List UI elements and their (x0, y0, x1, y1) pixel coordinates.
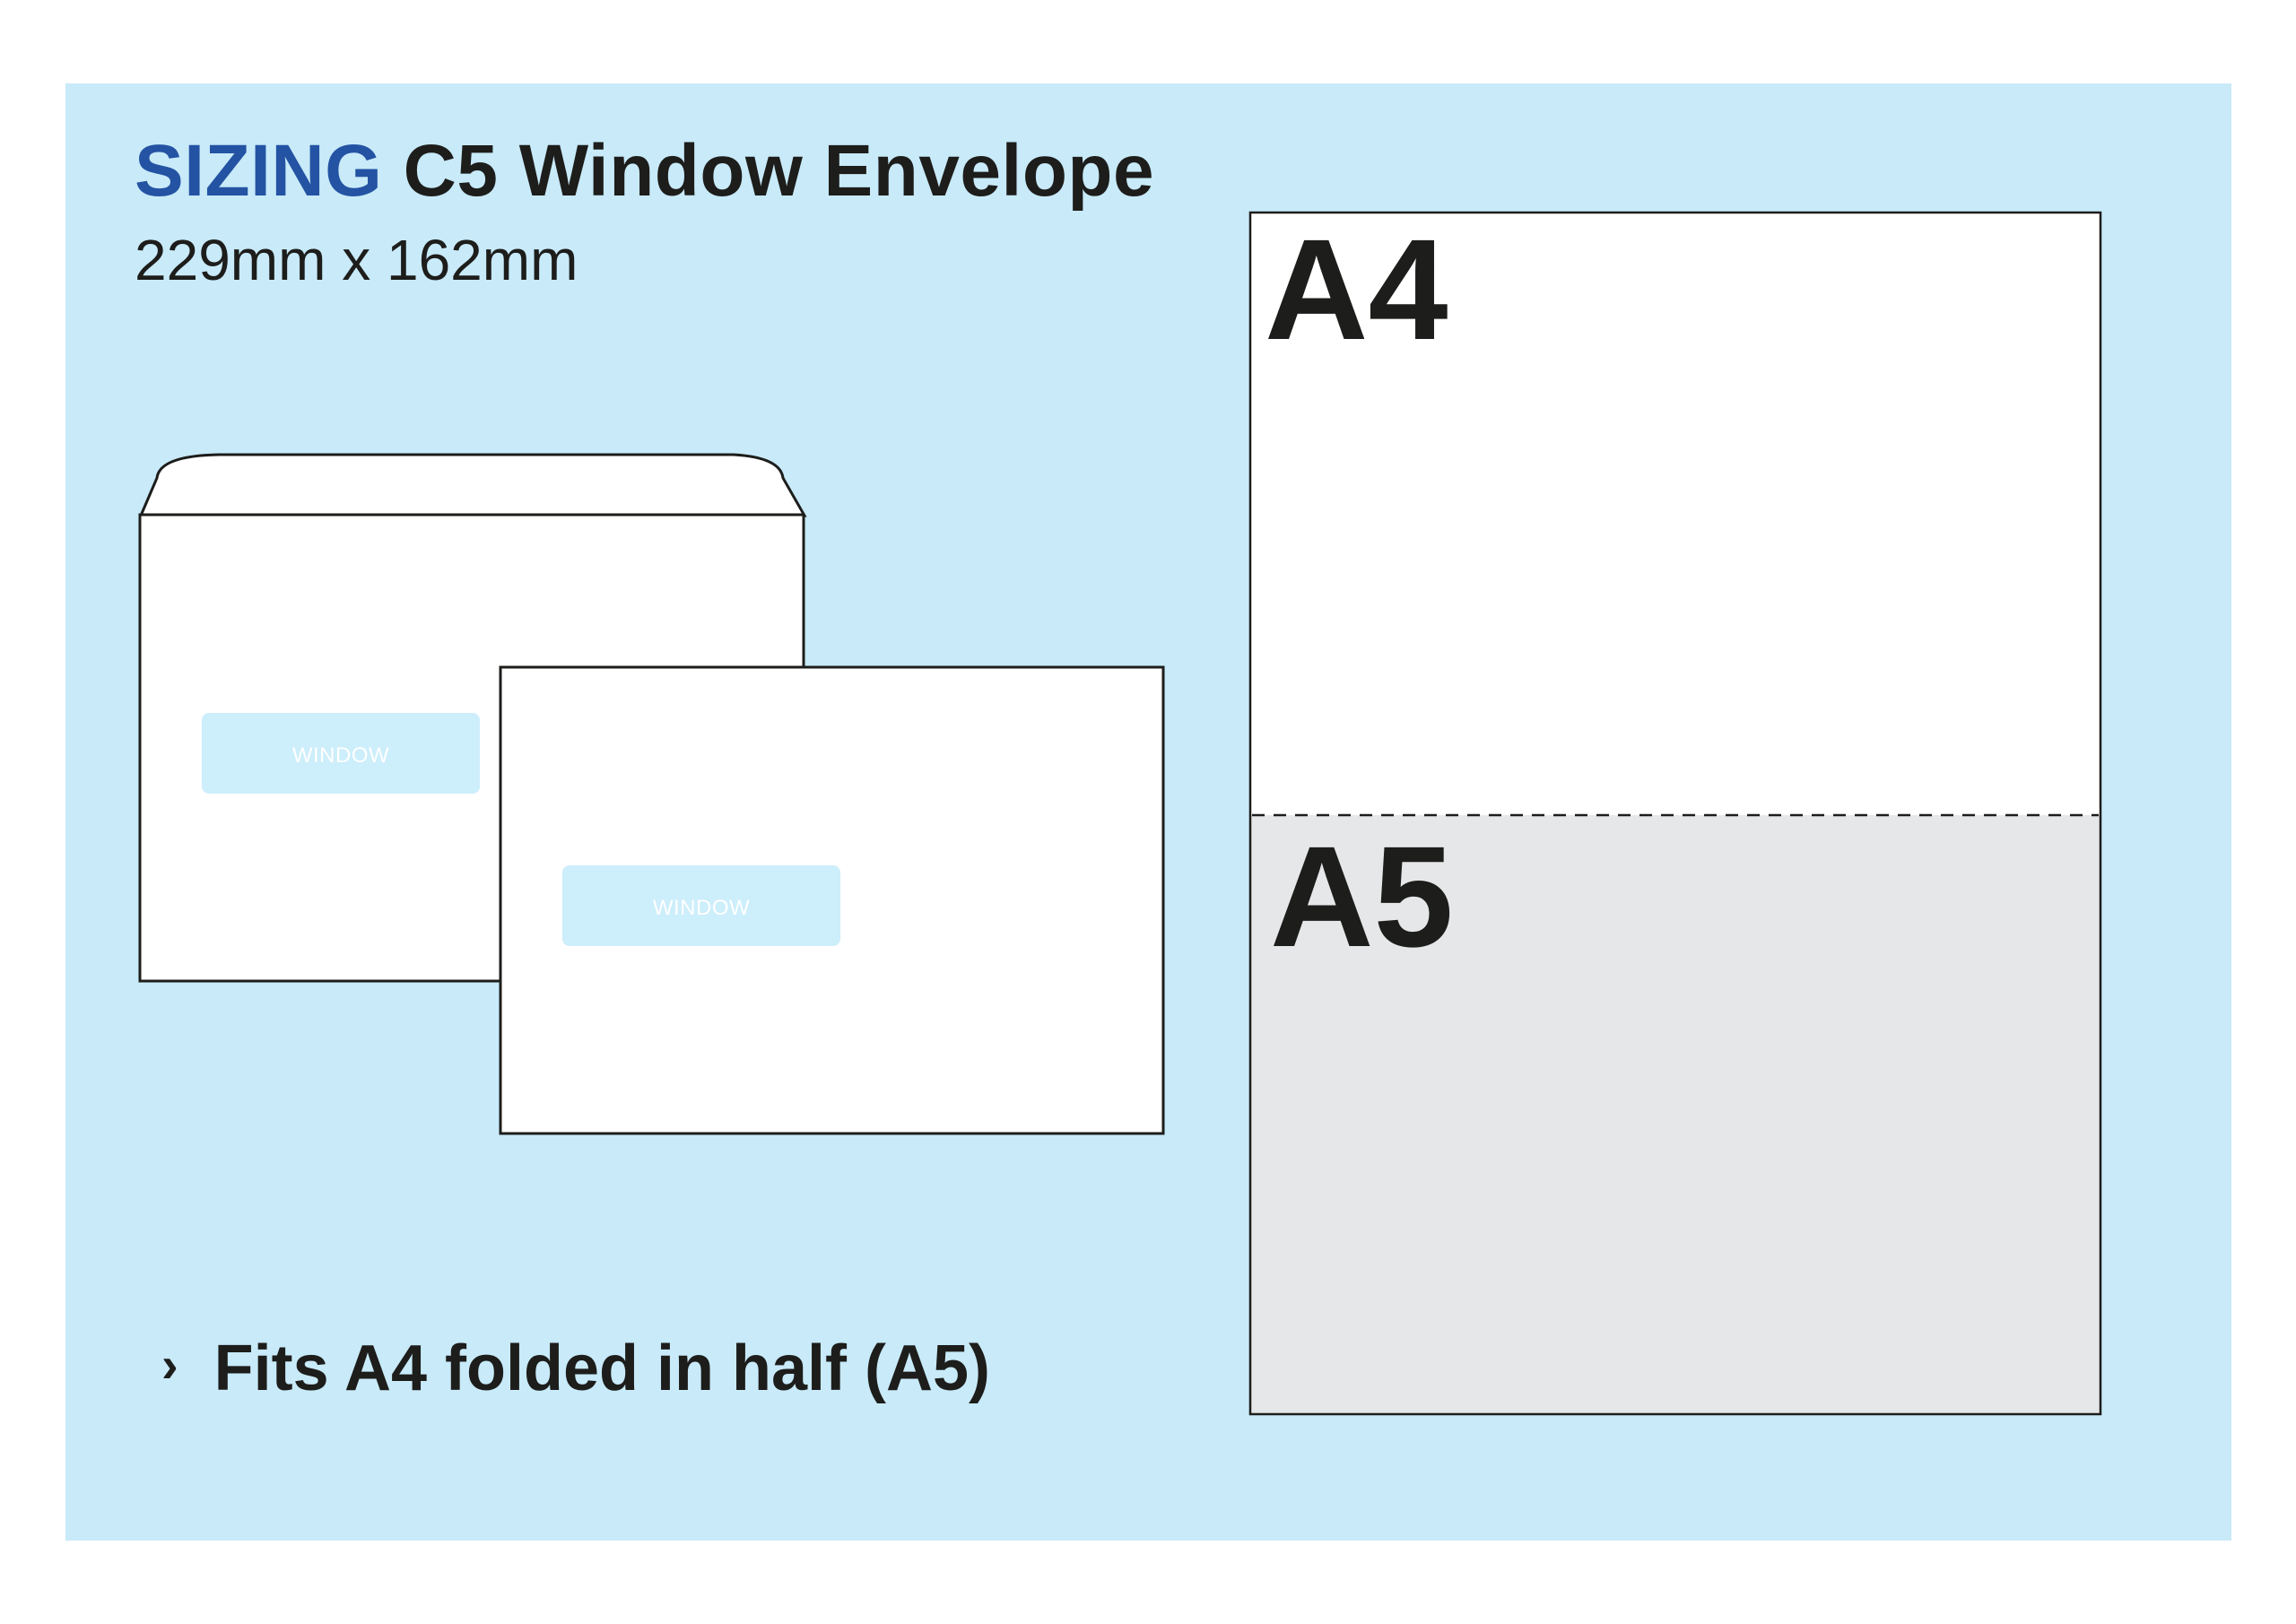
a5-label: A5 (1270, 816, 1454, 977)
front-window-label: WINDOW (653, 896, 750, 920)
title-accent-word: SIZING (135, 130, 383, 212)
front-envelope-window (562, 865, 840, 946)
fit-note-text: Fits A4 folded in half (A5) (213, 1333, 990, 1404)
envelope-dimensions: 229mm x 162mm (135, 228, 578, 292)
a4-sheet: A4 A5 (1248, 209, 2102, 1416)
page-title: SIZING C5 Window Envelope (135, 135, 1154, 208)
title-product-name: C5 Window Envelope (403, 130, 1155, 212)
a5-bottom-half (1250, 815, 2100, 1414)
fit-note: › Fits A4 folded in half (A5) (161, 1336, 990, 1401)
back-envelope-window (202, 713, 480, 794)
front-envelope: WINDOW (499, 665, 1165, 1135)
a4-top-half (1250, 213, 2100, 815)
a4-label: A4 (1265, 209, 1448, 369)
envelope-flap (138, 453, 807, 517)
back-window-label: WINDOW (292, 743, 389, 768)
chevron-right-icon: › (161, 1336, 178, 1393)
a4-sheet-outline (1248, 211, 2102, 1416)
